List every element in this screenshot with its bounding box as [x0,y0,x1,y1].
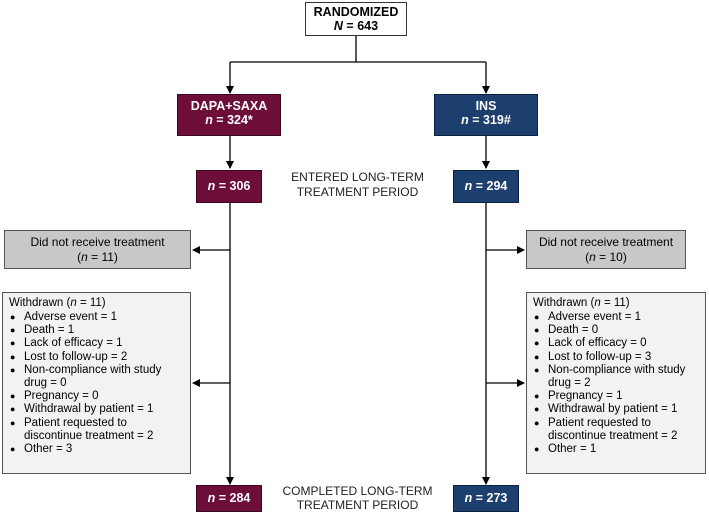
ins-arm-count: n = 319# [461,113,511,127]
ins-entered-box: n = 294 [453,170,519,203]
not-received-text: Did not receive treatment [30,235,165,249]
not-received-count: (n = 11) [77,250,118,264]
withdrawn-heading: Withdrawn (n = 11) [533,297,630,309]
withdrawn-reasons-list: Adverse event = 1 Death = 1 Lack of effi… [9,311,184,456]
dapa-saxa-arm-name: DAPA+SAXA [190,99,268,113]
randomized-count: N = 643 [333,19,379,33]
list-item: Death = 0 [534,324,699,337]
completed-period-label: COMPLETED LONG-TERM TREATMENT PERIOD [282,484,433,512]
list-item: Pregnancy = 0 [10,390,184,403]
ins-arm-name: INS [475,99,497,113]
list-item: Withdrawal by patient = 1 [10,403,184,416]
dapa-saxa-completed-box: n = 284 [196,485,262,512]
list-item: Adverse event = 1 [534,311,699,324]
list-item: Non-compliance with study drug = 0 [10,364,184,390]
randomized-box: RANDOMIZED N = 643 [305,2,407,36]
ins-withdrawn-box: Withdrawn (n = 11) Adverse event = 1 Dea… [526,292,706,474]
list-item: Other = 1 [534,443,699,456]
list-item: Patient requested to discontinue treatme… [10,417,184,443]
withdrawn-heading: Withdrawn (n = 11) [9,297,106,309]
list-item: Other = 3 [10,443,184,456]
dapa-saxa-entered-box: n = 306 [196,170,262,203]
ins-not-received-box: Did not receive treatment (n = 10) [526,230,686,269]
list-item: Patient requested to discontinue treatme… [534,417,699,443]
not-received-text: Did not receive treatment [538,235,674,249]
not-received-count: (n = 10) [585,250,627,264]
ins-completed-box: n = 273 [453,485,519,512]
ins-arm-box: INS n = 319# [434,94,538,136]
list-item: Pregnancy = 1 [534,390,699,403]
list-item: Death = 1 [10,324,184,337]
list-item: Lost to follow-up = 2 [10,351,184,364]
dapa-saxa-arm-box: DAPA+SAXA n = 324* [177,94,281,136]
list-item: Lack of efficacy = 1 [10,337,184,350]
dapa-saxa-not-received-box: Did not receive treatment (n = 11) [4,230,191,269]
withdrawn-reasons-list: Adverse event = 1 Death = 0 Lack of effi… [533,311,699,456]
list-item: Withdrawal by patient = 1 [534,403,699,416]
list-item: Lack of efficacy = 0 [534,337,699,350]
dapa-saxa-arm-count: n = 324* [205,113,253,127]
list-item: Adverse event = 1 [10,311,184,324]
randomized-title: RANDOMIZED [313,5,399,19]
list-item: Non-compliance with study drug = 2 [534,364,699,390]
entered-period-label: ENTERED LONG-TERM TREATMENT PERIOD [291,170,424,199]
dapa-saxa-withdrawn-box: Withdrawn (n = 11) Adverse event = 1 Dea… [2,292,191,474]
list-item: Lost to follow-up = 3 [534,351,699,364]
